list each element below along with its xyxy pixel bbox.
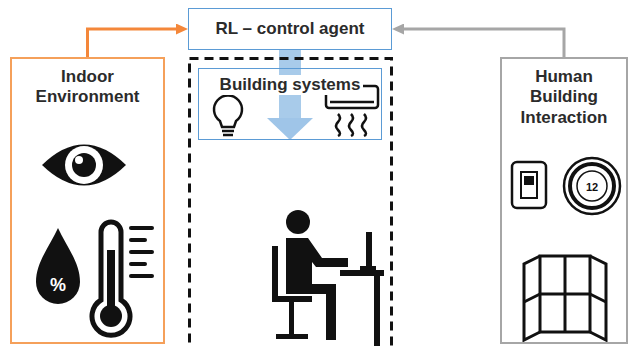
window-sash	[590, 256, 606, 340]
node-label: Building systems	[217, 75, 364, 95]
bulb-glass	[214, 96, 242, 127]
chair-seat	[272, 296, 312, 302]
desk-top	[340, 270, 384, 276]
thermometer-icon	[92, 222, 152, 335]
tick	[131, 250, 152, 254]
thermostat-ring	[570, 164, 614, 208]
eye-shape	[42, 145, 126, 186]
monitor-stand	[360, 266, 376, 270]
sash-bar	[590, 294, 606, 302]
window-transom	[540, 293, 590, 296]
switch-icon	[512, 162, 546, 208]
humidity-drop	[36, 228, 80, 304]
tick	[131, 262, 145, 266]
environment-panel: Indoor Environment	[10, 57, 165, 344]
tick	[131, 274, 152, 278]
window-sash	[524, 256, 540, 340]
desk-leg	[374, 276, 380, 346]
switch-toggle	[524, 176, 534, 185]
thermometer-bulb	[100, 305, 122, 327]
dashed-zone	[190, 59, 392, 346]
thermostat-dial	[577, 171, 607, 201]
agent-box: RL – control agent	[188, 8, 392, 50]
air-wave	[362, 114, 366, 136]
chair-post	[289, 302, 294, 336]
switch-plate	[512, 162, 546, 208]
systems-box: Building systems	[198, 68, 382, 140]
bulb-base	[223, 134, 233, 137]
legs	[286, 284, 336, 340]
thermostat-icon	[564, 158, 620, 214]
air-wave	[349, 114, 353, 136]
thermometer-outline	[92, 222, 130, 335]
eye-icon	[42, 145, 126, 186]
tick	[131, 226, 152, 230]
bulb-base	[222, 130, 234, 133]
node-label: Human Building Interaction	[510, 67, 618, 128]
feedback-arrow	[404, 29, 564, 57]
eye-pupil	[72, 153, 96, 177]
humidity-symbol: %	[50, 275, 66, 296]
torso	[286, 238, 348, 290]
eye-iris	[65, 146, 103, 184]
head	[286, 210, 310, 234]
thermometer-column	[107, 250, 115, 312]
tick	[131, 238, 145, 242]
bulb-icon	[214, 96, 242, 135]
ac-vent	[330, 101, 374, 104]
window-frame	[540, 256, 590, 332]
node-label: RL – control agent	[216, 19, 365, 39]
node-label: Indoor Environment	[20, 67, 155, 108]
feedback-arrow	[88, 29, 177, 57]
interaction-panel: Human Building Interaction	[500, 57, 628, 344]
occupant-figure	[272, 210, 384, 346]
thermometer-ticks	[131, 228, 152, 276]
thermostat-reading: 12	[586, 181, 598, 193]
chair-base	[276, 334, 308, 339]
monitor	[366, 232, 372, 268]
thermostat-ring	[564, 158, 620, 214]
window-icon	[524, 256, 606, 340]
eye-highlight	[75, 156, 83, 164]
switch-rocker	[521, 172, 537, 198]
sash-bar	[524, 294, 540, 302]
chair-back	[272, 246, 278, 296]
air-wave	[336, 114, 340, 136]
